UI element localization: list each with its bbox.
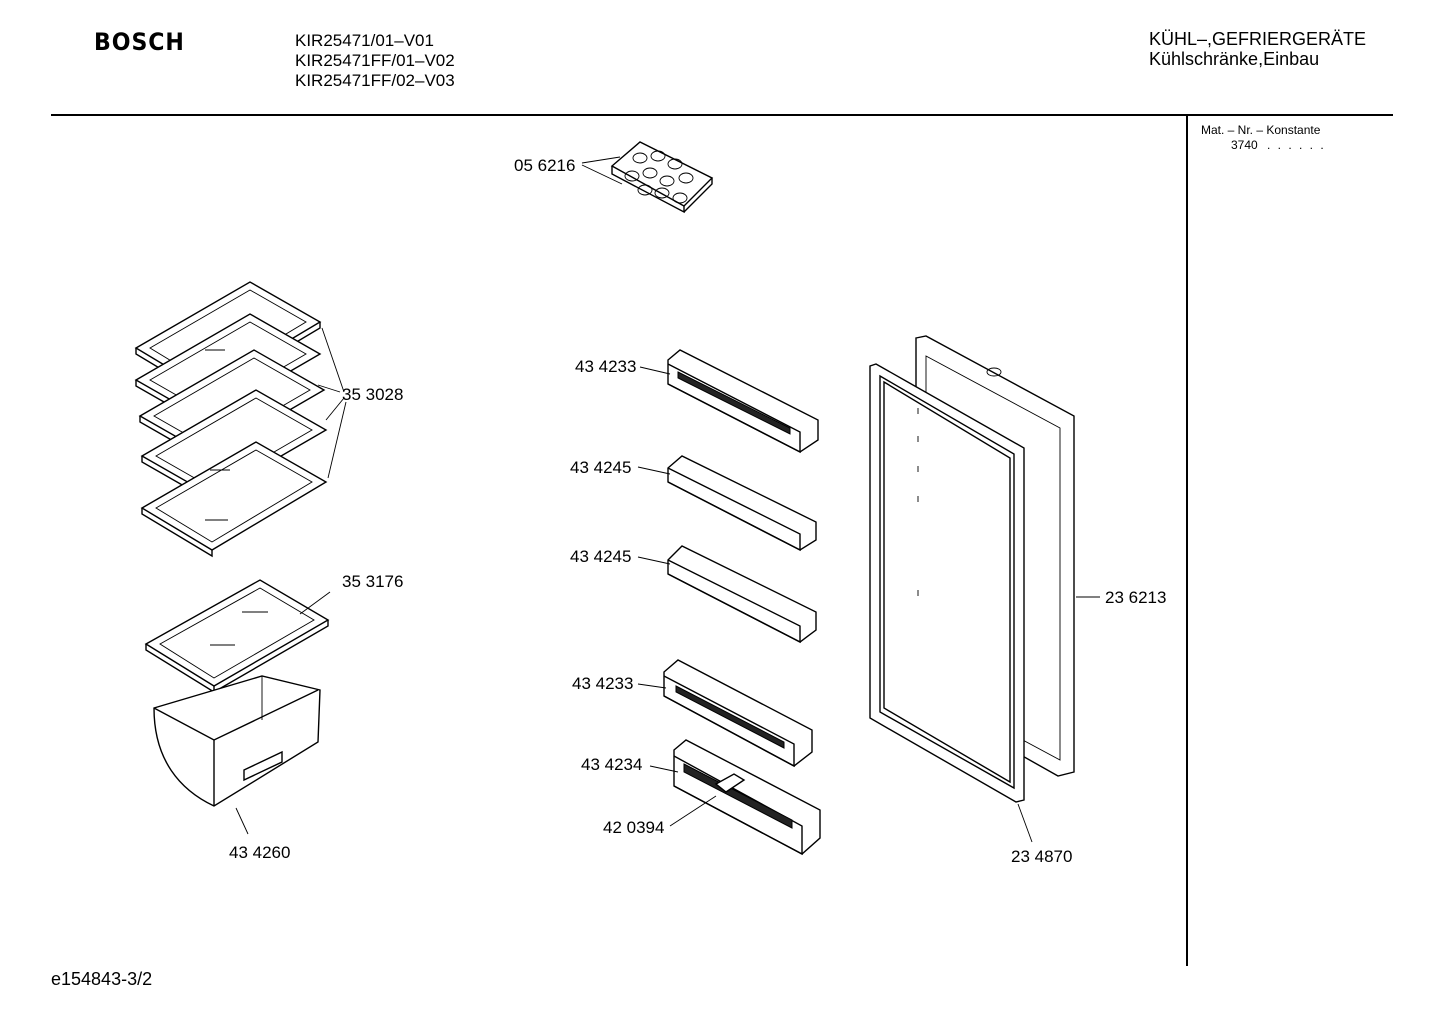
part-label-egg-tray: 05 6216 xyxy=(514,156,576,175)
part-label-door-panel: 23 6213 xyxy=(1105,588,1167,607)
part-label-bottle-shelf: 43 4234 xyxy=(581,755,643,774)
crisper-drawer-drawing xyxy=(153,675,321,835)
part-label-glass-shelf: 35 3028 xyxy=(342,385,404,404)
category-subtitle: Kühlschränke,Einbau xyxy=(1149,49,1320,69)
product-category: KÜHL–,GEFRIERGERÄTE Kühlschränke,Einbau xyxy=(1149,29,1366,69)
model-number: KIR25471FF/01–V02 xyxy=(295,51,455,70)
model-number: KIR25471FF/02–V03 xyxy=(295,71,455,90)
model-list: KIR25471/01–V01 KIR25471FF/01–V02 KIR254… xyxy=(295,31,455,91)
material-number-placeholder: . . . . . . xyxy=(1267,138,1326,152)
part-label-crisper-cover: 35 3176 xyxy=(342,572,404,591)
material-number-value: 3740 xyxy=(1231,138,1258,152)
sidebar-divider xyxy=(1186,115,1188,966)
category-title: KÜHL–,GEFRIERGERÄTE xyxy=(1149,29,1367,49)
part-label-crisper-drawer: 43 4260 xyxy=(229,843,291,862)
part-label-door-shelf: 43 4245 xyxy=(570,547,632,566)
document-id: e154843-3/2 xyxy=(51,969,153,989)
part-label-door-shelf: 43 4233 xyxy=(575,357,637,376)
brand-logo: BOSCH xyxy=(94,28,185,56)
door-shelves-drawing xyxy=(637,349,821,856)
egg-tray-drawing xyxy=(581,141,714,214)
crisper-cover-drawing xyxy=(144,579,331,694)
part-label-door-gasket: 23 4870 xyxy=(1011,847,1073,866)
material-number-title: Mat. – Nr. – Konstante xyxy=(1201,123,1321,137)
header-divider xyxy=(51,114,1393,116)
part-label-door-shelf: 43 4245 xyxy=(570,458,632,477)
glass-shelves-drawing xyxy=(134,281,347,558)
part-label-bottle-holder: 42 0394 xyxy=(603,818,665,837)
door-gasket-drawing xyxy=(869,363,1033,843)
part-label-door-shelf: 43 4233 xyxy=(572,674,634,693)
model-number: KIR25471/01–V01 xyxy=(295,31,434,50)
